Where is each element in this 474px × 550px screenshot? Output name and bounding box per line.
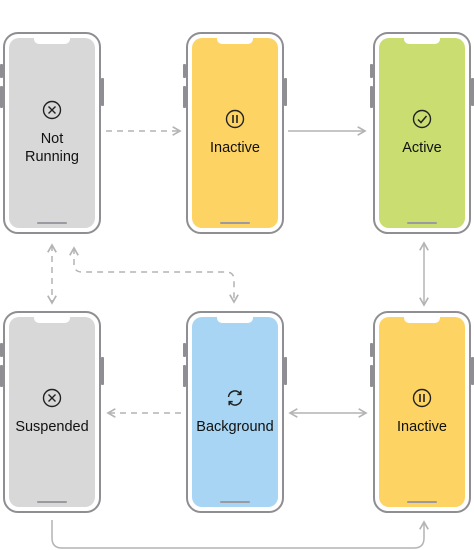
state-label-not-running: Not Running	[24, 131, 79, 165]
state-label-suspended: Suspended	[15, 419, 89, 435]
pause-circle-icon	[225, 109, 245, 129]
x-circle-icon	[42, 100, 62, 120]
state-label-inactive-bottom: Inactive	[397, 419, 447, 435]
state-label-inactive-top: Inactive	[210, 140, 260, 156]
state-label-active: Active	[402, 140, 442, 156]
pause-circle-icon	[412, 388, 432, 408]
checkmark-circle-icon	[412, 109, 432, 129]
phone-background: Background	[183, 311, 287, 513]
phone-inactive-bottom: Inactive	[370, 311, 474, 513]
arrow-notrunning-to-background	[69, 246, 239, 304]
x-circle-icon	[42, 388, 62, 408]
arrow-suspended-to-inactive	[51, 520, 429, 549]
phone-not-running: Not Running	[0, 32, 104, 234]
state-label-background: Background	[196, 419, 274, 435]
phone-active: Active	[370, 32, 474, 234]
refresh-cycle-icon	[227, 390, 243, 406]
phone-inactive-top: Inactive	[183, 32, 287, 234]
phone-suspended: Suspended	[0, 311, 104, 513]
